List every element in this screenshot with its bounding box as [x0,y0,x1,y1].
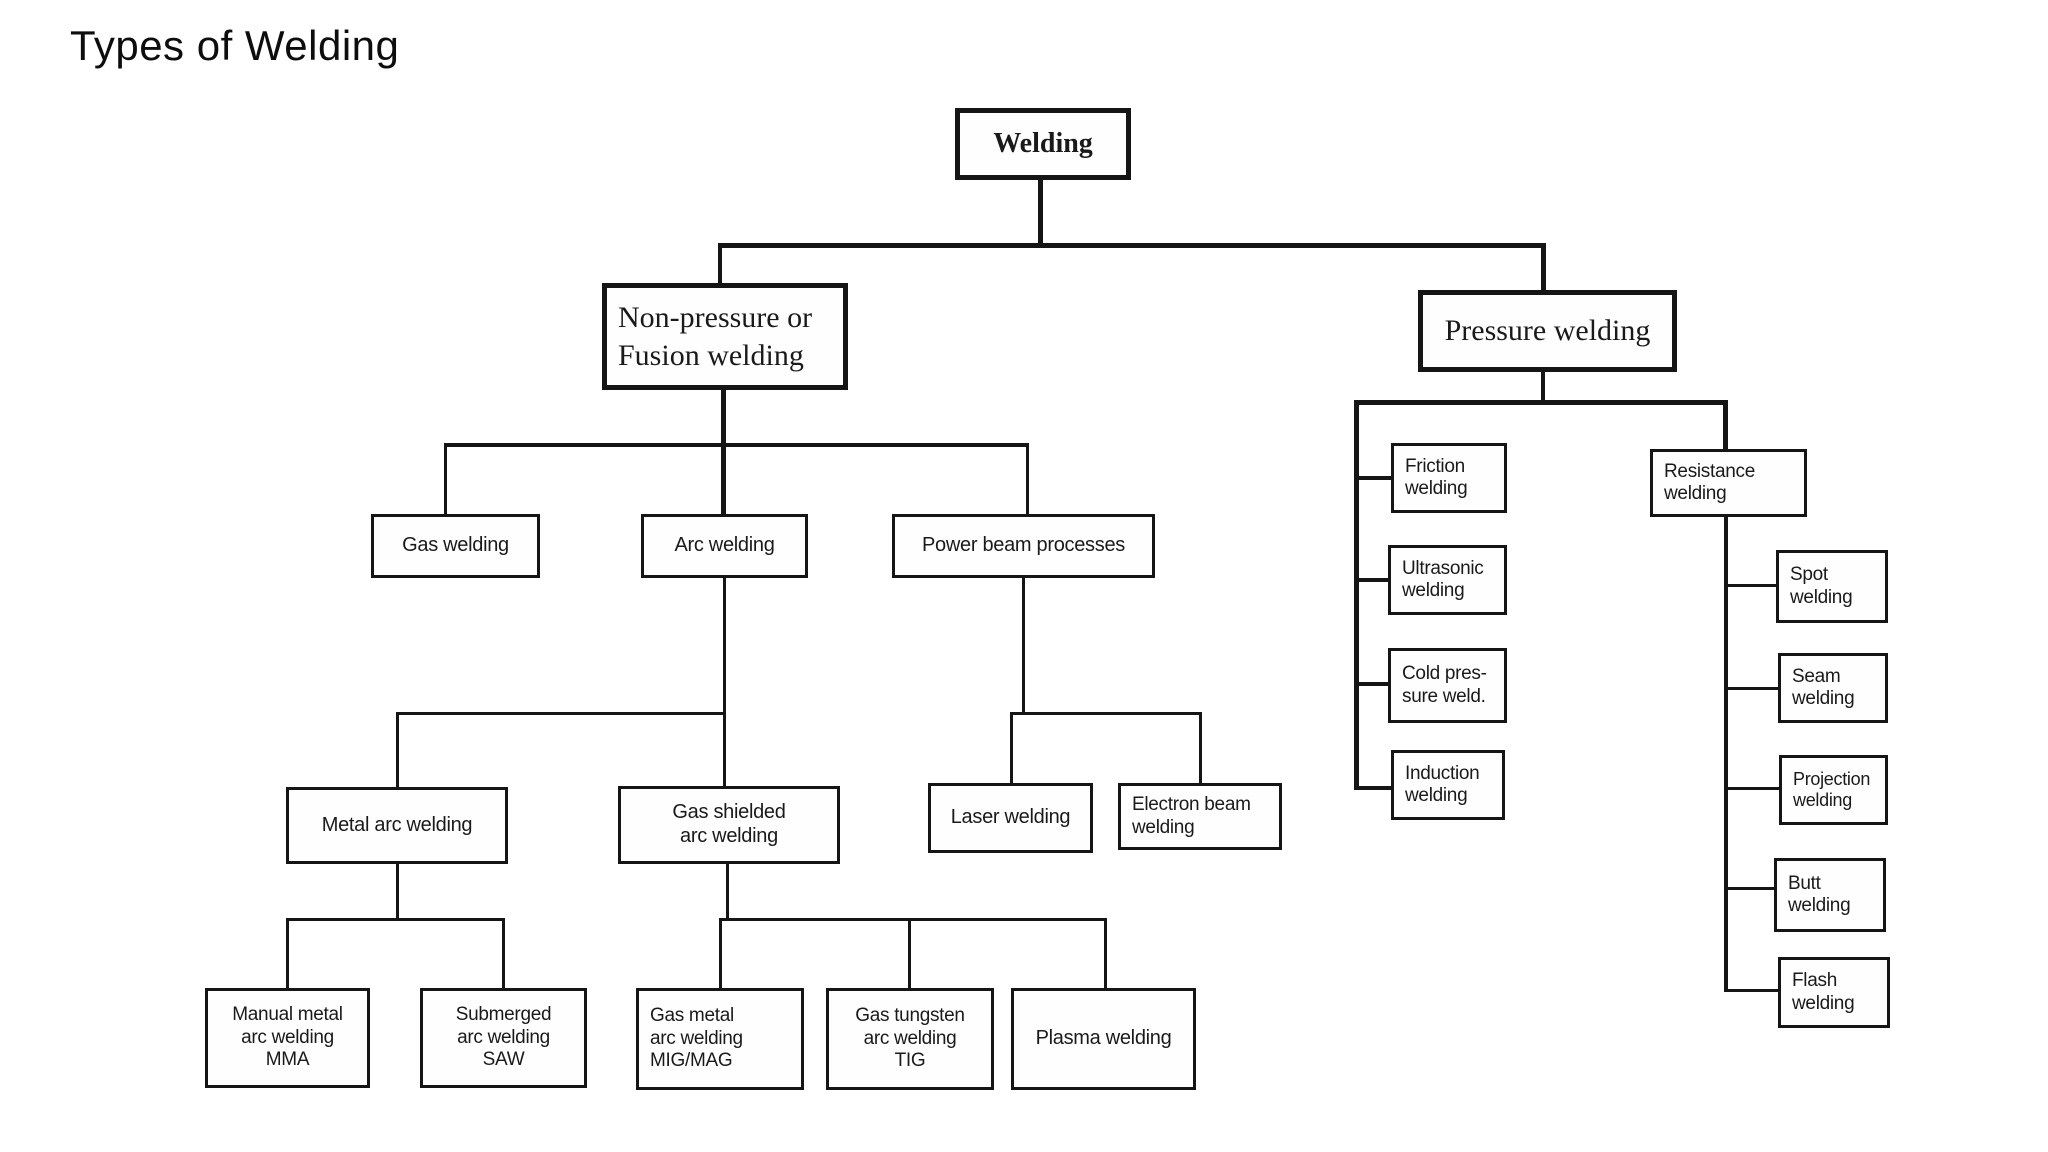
connector-line [396,864,399,920]
node-gas-metal-arc-welding-label: Gas metal arc welding MIG/MAG [650,1005,743,1072]
slide-title: Types of Welding [70,22,400,69]
connector-line [1728,989,1778,992]
connector-line [1359,786,1391,790]
node-electron-beam-welding-label: Electron beam welding [1132,794,1251,838]
node-friction-welding-label: Friction welding [1405,455,1468,499]
connector-line [1541,372,1545,402]
connector-line [718,243,1546,248]
node-seam-welding: Seam welding [1778,653,1888,723]
node-power-beam-processes: Power beam processes [892,514,1155,578]
node-friction-welding: Friction welding [1391,443,1507,513]
connector-line [396,712,726,715]
node-electron-beam-welding: Electron beam welding [1118,783,1282,850]
connector-line [1728,584,1776,587]
connector-line [1723,400,1728,449]
connector-line [719,918,722,988]
node-arc-welding-label: Arc welding [674,534,775,557]
connector-line [1038,180,1043,243]
node-projection-welding: Projection welding [1779,755,1888,825]
connector-line [1026,443,1029,514]
connector-line [444,443,447,514]
connector-line [1359,578,1388,582]
connector-line [1104,918,1107,988]
node-gas-tungsten-arc-welding-label: Gas tungsten arc welding TIG [855,1005,965,1072]
connector-line [286,918,289,988]
connector-line [718,243,722,283]
connector-line [1728,687,1778,690]
node-laser-welding-label: Laser welding [950,806,1071,829]
connector-line [908,918,911,988]
node-power-beam-processes-label: Power beam processes [922,534,1125,557]
node-welding-label: Welding [993,128,1093,160]
connector-line [396,712,399,787]
node-ultrasonic-welding: Ultrasonic welding [1388,545,1507,615]
node-manual-metal-arc-welding-label: Manual metal arc welding MMA [232,1004,343,1071]
node-gas-shielded-arc-welding-label: Gas shielded arc welding [672,801,786,847]
node-flash-welding: Flash welding [1778,957,1890,1028]
connector-line [721,443,726,514]
node-gas-welding: Gas welding [371,514,540,578]
node-metal-arc-welding: Metal arc welding [286,787,508,864]
node-submerged-arc-welding-label: Submerged arc welding SAW [455,1004,552,1071]
node-non-pressure-welding-label: Non-pressure or Fusion welding [618,300,813,372]
connector-line [444,443,1029,447]
connector-line [726,864,729,920]
connector-line [1359,476,1391,480]
node-gas-metal-arc-welding: Gas metal arc welding MIG/MAG [636,988,804,1090]
node-manual-metal-arc-welding: Manual metal arc welding MMA [205,988,370,1088]
node-cold-pressure-welding: Cold pres- sure weld. [1388,648,1507,723]
node-pressure-welding: Pressure welding [1418,290,1677,372]
node-cold-pressure-welding-label: Cold pres- sure weld. [1402,663,1487,707]
node-spot-welding: Spot welding [1776,550,1888,623]
node-spot-welding-label: Spot welding [1790,564,1853,608]
connector-line [1724,517,1728,992]
node-seam-welding-label: Seam welding [1792,665,1855,709]
node-induction-welding-label: Induction welding [1405,762,1480,806]
connector-line [1359,682,1388,686]
node-butt-welding: Butt welding [1774,858,1886,932]
connector-line [1728,787,1779,790]
node-welding: Welding [955,108,1131,180]
node-laser-welding: Laser welding [928,783,1093,853]
node-arc-welding: Arc welding [641,514,808,578]
node-pressure-welding-label: Pressure welding [1444,314,1651,348]
node-plasma-welding-label: Plasma welding [1035,1027,1172,1050]
node-flash-welding-label: Flash welding [1792,970,1855,1014]
node-plasma-welding: Plasma welding [1011,988,1196,1090]
connector-line [719,918,1107,921]
connector-line [1010,712,1202,715]
connector-line [1728,887,1774,890]
connector-line [721,390,726,445]
node-resistance-welding-label: Resistance welding [1664,460,1755,504]
node-gas-shielded-arc-welding: Gas shielded arc welding [618,786,840,864]
node-ultrasonic-welding-label: Ultrasonic welding [1402,557,1484,601]
node-non-pressure-welding: Non-pressure or Fusion welding [602,283,848,390]
connector-line [1199,712,1202,783]
connector-line [286,918,505,921]
connector-line [1354,400,1728,405]
connector-line [723,578,726,786]
node-projection-welding-label: Projection welding [1793,768,1871,810]
connector-line [502,918,505,988]
connector-line [1022,578,1025,714]
node-induction-welding: Induction welding [1391,750,1505,820]
connector-line [1354,400,1359,790]
node-resistance-welding: Resistance welding [1650,449,1807,517]
node-butt-welding-label: Butt welding [1788,872,1851,916]
node-gas-welding-label: Gas welding [402,534,509,557]
node-metal-arc-welding-label: Metal arc welding [321,813,473,836]
connector-line [1541,243,1546,290]
connector-line [1010,712,1013,783]
node-gas-tungsten-arc-welding: Gas tungsten arc welding TIG [826,988,994,1090]
node-submerged-arc-welding: Submerged arc welding SAW [420,988,587,1088]
